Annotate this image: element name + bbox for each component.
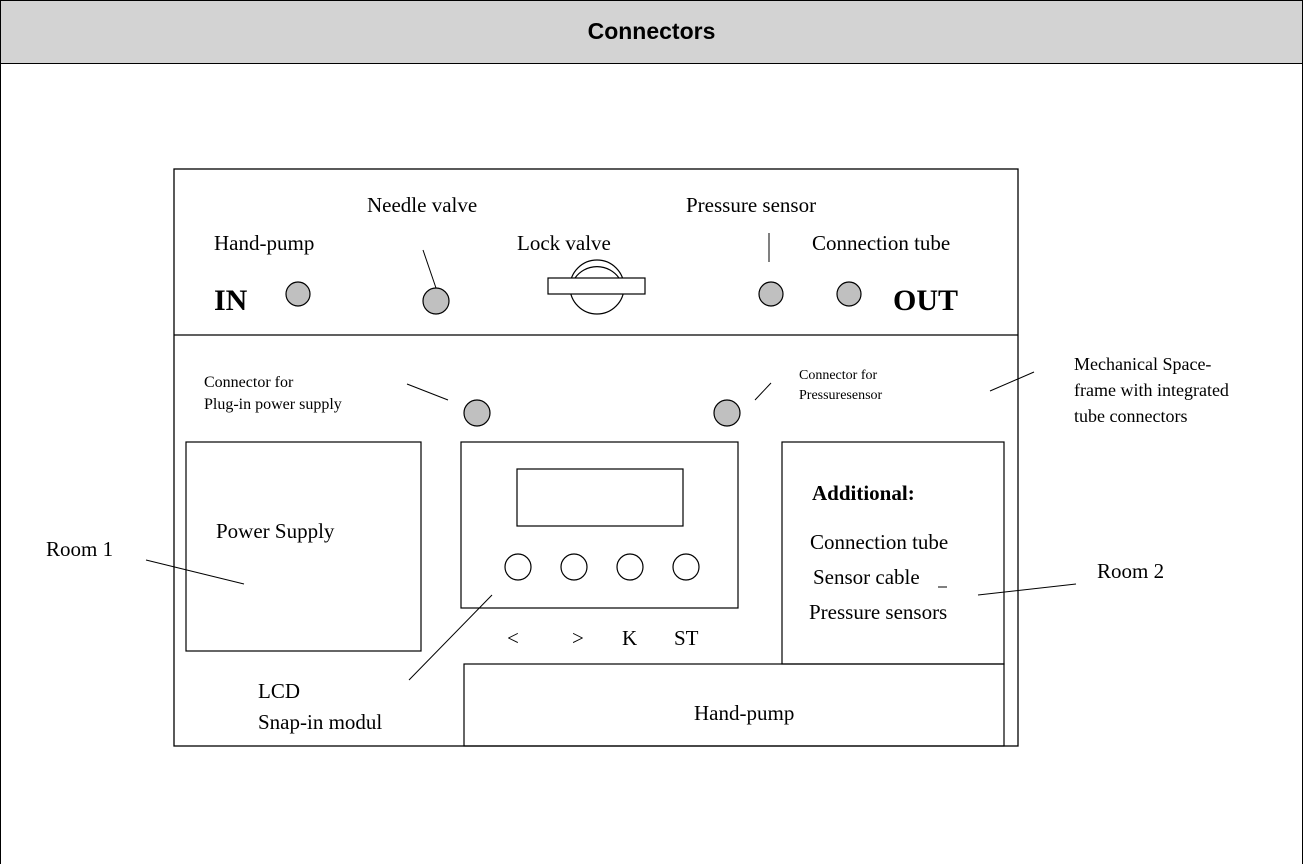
additional-item-connection-tube: Connection tube [810, 530, 948, 554]
pressure-sensor-label: Pressure sensor [686, 193, 816, 217]
frame-note-leader [989, 371, 1035, 392]
hand-pump-box [463, 663, 1005, 747]
hand-pump-label: Hand-pump [214, 231, 314, 255]
key-right-label: > [572, 626, 584, 650]
key-left-label: < [507, 626, 519, 650]
lcd-label-line1: LCD [258, 679, 300, 703]
lcd-module-box [460, 441, 739, 609]
pressure-connector-port-icon [713, 399, 741, 427]
power-supply-label: Power Supply [216, 519, 335, 543]
connection-tube-label: Connection tube [812, 231, 950, 255]
lcd-label-line2: Snap-in modul [258, 710, 382, 734]
power-connector-label-line1: Connector for [204, 374, 294, 391]
lock-valve-label: Lock valve [517, 231, 611, 255]
in-port-icon [285, 281, 311, 307]
needle-valve-leader [422, 249, 437, 289]
power-supply-box [185, 441, 422, 652]
pressure-connector-label-line1: Connector for [799, 368, 877, 383]
key-k-label: K [622, 626, 637, 650]
out-label: OUT [893, 284, 958, 317]
frame-border-left [0, 0, 1, 864]
power-connector-label-line2: Plug-in power supply [204, 396, 342, 413]
room2-label: Room 2 [1097, 559, 1164, 583]
frame-border-top [0, 0, 1303, 1]
power-connector-port-icon [463, 399, 491, 427]
lock-valve-icon [547, 259, 646, 315]
out-port-icon [836, 281, 862, 307]
lcd-key-left-icon [504, 553, 532, 581]
frame-note-line2: frame with integrated [1074, 380, 1229, 400]
header-bar: Connectors [0, 0, 1303, 64]
lcd-key-st-icon [672, 553, 700, 581]
needle-valve-port-icon [422, 287, 450, 315]
page-title: Connectors [587, 18, 716, 44]
key-st-label: ST [674, 626, 699, 650]
additional-item-sensor-cable: Sensor cable [813, 565, 920, 589]
needle-valve-label: Needle valve [367, 193, 477, 217]
pressure-connector-label-line2: Pressuresensor [799, 388, 883, 403]
pressure-connector-leader [754, 382, 772, 401]
lcd-key-right-icon [560, 553, 588, 581]
additional-item-pressure-sensors: Pressure sensors [809, 600, 947, 624]
frame-note-line1: Mechanical Space- [1074, 354, 1211, 374]
lcd-key-k-icon [616, 553, 644, 581]
hand-pump-room-label: Hand-pump [694, 701, 794, 725]
frame-note-line3: tube connectors [1074, 406, 1187, 426]
lcd-leader [408, 594, 493, 681]
power-connector-leader [406, 383, 449, 401]
room1-label: Room 1 [46, 537, 113, 561]
pressure-sensor-port-icon [758, 281, 784, 307]
room2-leader [977, 583, 1077, 596]
lcd-display [516, 468, 684, 527]
additional-title: Additional: [812, 481, 915, 505]
in-label: IN [214, 284, 248, 317]
room1-leader [145, 559, 245, 585]
device-outline [173, 168, 1019, 747]
